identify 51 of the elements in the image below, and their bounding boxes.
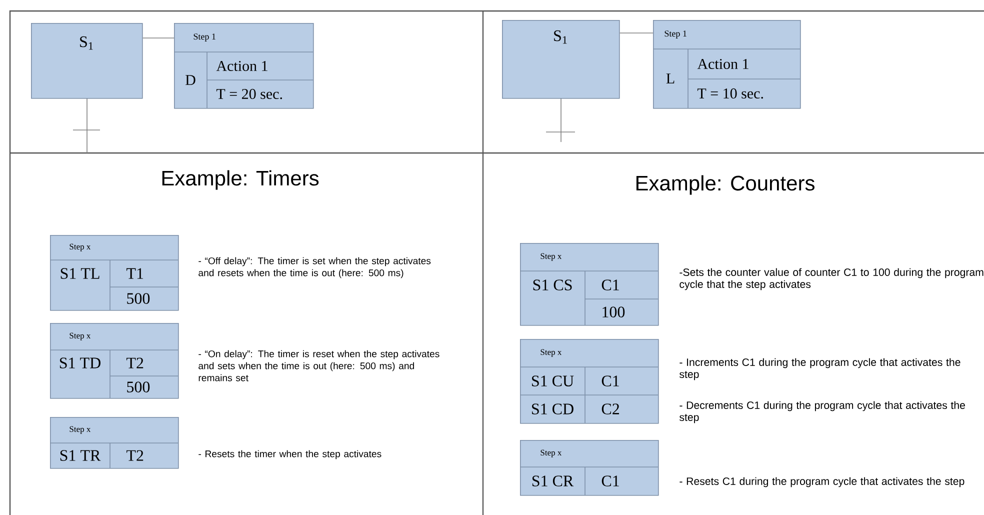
- section-title: Example: Timers: [162, 170, 319, 190]
- cell-text: S1 CS: [533, 280, 572, 290]
- action-block: [174, 23, 314, 109]
- step-label: Step 1: [664, 30, 686, 38]
- step-label: Step x: [70, 244, 91, 252]
- section-title: Example: Counters: [636, 175, 814, 195]
- action-block: [520, 339, 659, 424]
- cell-text: T = 20 sec.: [216, 88, 282, 100]
- step-label: Step 1: [194, 34, 216, 42]
- cell-text: T2: [126, 450, 144, 461]
- description-text: - Resets C1 during the program cycle that activates the step: [680, 477, 964, 488]
- description-text: - Resets the timer when the step activates: [198, 450, 382, 460]
- step-label: Step x: [540, 349, 562, 357]
- cell-text: S1 TR: [60, 450, 101, 461]
- cell-text: S1 CD: [532, 404, 574, 414]
- cell-text: C1: [602, 280, 619, 290]
- action-block: [520, 243, 659, 326]
- cell-text: C1: [602, 476, 619, 486]
- step-label: Step x: [70, 426, 91, 434]
- cell-text: 500: [127, 293, 150, 304]
- description-text: - Increments C1 during the program cycle that activates the step: [680, 358, 960, 380]
- description-text: - Decrements C1 during the program cycle that activates the step: [680, 401, 965, 424]
- cell-text: S1 TD: [60, 358, 100, 368]
- cell-text: D: [186, 75, 196, 85]
- step-label: Step x: [70, 332, 91, 340]
- cell-text: L: [666, 74, 674, 84]
- cell-text: 100: [602, 306, 625, 318]
- cell-text: S1 TL: [60, 268, 100, 279]
- cell-text: T = 10 sec.: [697, 88, 763, 99]
- description-text: - “On delay”: The timer is reset when the step activates and sets when the time is out (here: 500 ms) and remains set: [198, 350, 440, 382]
- cell-text: T2: [126, 358, 144, 368]
- action-block: [652, 20, 801, 109]
- description-text: - “Off delay”: The timer is set when the step activates and resets when the time is out (here: 500 ms): [198, 257, 431, 278]
- action-block: [520, 440, 659, 496]
- step-box: S$_{1}$: [31, 23, 143, 99]
- step-label: Step x: [540, 450, 562, 458]
- action-block: [50, 323, 179, 399]
- action-block: [50, 235, 179, 311]
- cell-text: C2: [602, 404, 619, 414]
- cell-text: C1: [602, 376, 619, 386]
- cell-text: Action 1: [697, 58, 748, 70]
- connector-line: [619, 32, 654, 34]
- cell-text: Action 1: [216, 60, 268, 72]
- step-label: Step x: [540, 253, 562, 261]
- cell-text: T1: [126, 268, 144, 279]
- step-box: S$_{1}$: [502, 20, 620, 99]
- cell-text: S1 CR: [532, 476, 574, 486]
- cell-text: 500: [127, 382, 150, 392]
- action-block: [50, 417, 179, 469]
- cell-text: S1 CU: [532, 376, 574, 386]
- description-text: -Sets the counter value of counter C1 to 100 during the program cycle that the step activates: [680, 268, 984, 290]
